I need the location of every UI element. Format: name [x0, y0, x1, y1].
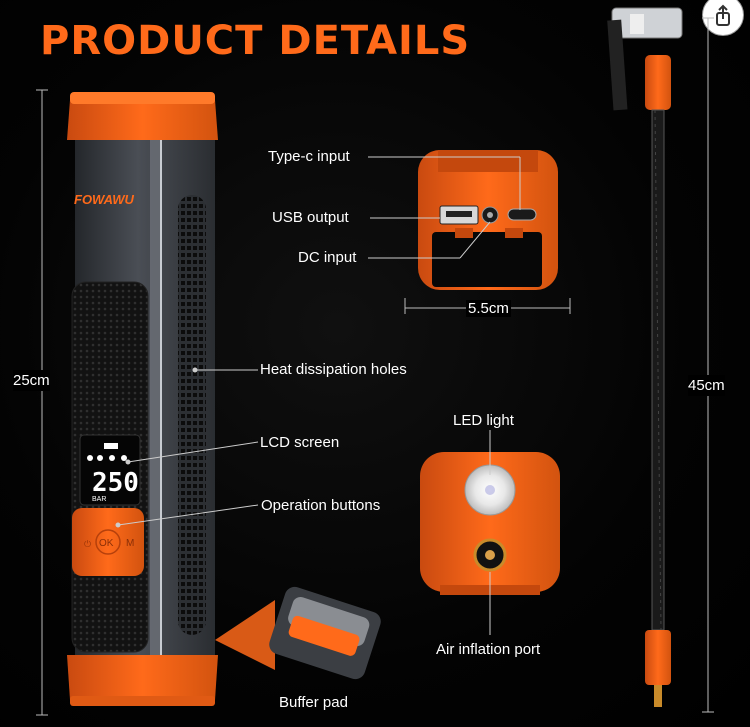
type-c-label: Type-c input: [268, 148, 350, 165]
hose-dimension: [702, 17, 714, 713]
height-label: 25cm: [13, 370, 50, 391]
buffer-pad-label: Buffer pad: [279, 694, 348, 711]
lcd-unit: BAR: [92, 496, 107, 503]
hose-length-label: 45cm: [688, 375, 725, 396]
heat-dissipation-holes: [178, 195, 206, 635]
height-dimension: [36, 89, 48, 716]
page-title: PRODUCT DETAILS: [40, 18, 471, 64]
lcd-label: LCD screen: [260, 434, 340, 451]
lcd-value: 250: [92, 468, 139, 498]
led-label: LED light: [453, 412, 514, 429]
air-port-label: Air inflation port: [436, 641, 541, 658]
svg-text:⏻: ⏻: [84, 539, 91, 549]
lcd-screen: [79, 434, 141, 506]
usb-label: USB output: [272, 209, 349, 226]
buttons-label: Operation buttons: [261, 497, 381, 514]
ok-button[interactable]: OK: [99, 538, 114, 549]
mode-button[interactable]: M: [126, 538, 135, 549]
heat-label: Heat dissipation holes: [260, 361, 407, 378]
inflator-body: ⏻: [67, 92, 218, 706]
inflation-hose: [607, 7, 683, 707]
width-label: 5.5cm: [466, 300, 511, 317]
port-panel: [418, 150, 558, 290]
dc-label: DC input: [298, 249, 357, 266]
brand-logo: FOWAWU: [74, 192, 134, 207]
type-c-port: [507, 208, 537, 221]
share-icon: [716, 4, 730, 26]
buffer-pad-detail: [215, 586, 381, 680]
operation-buttons-pad[interactable]: [72, 508, 144, 576]
